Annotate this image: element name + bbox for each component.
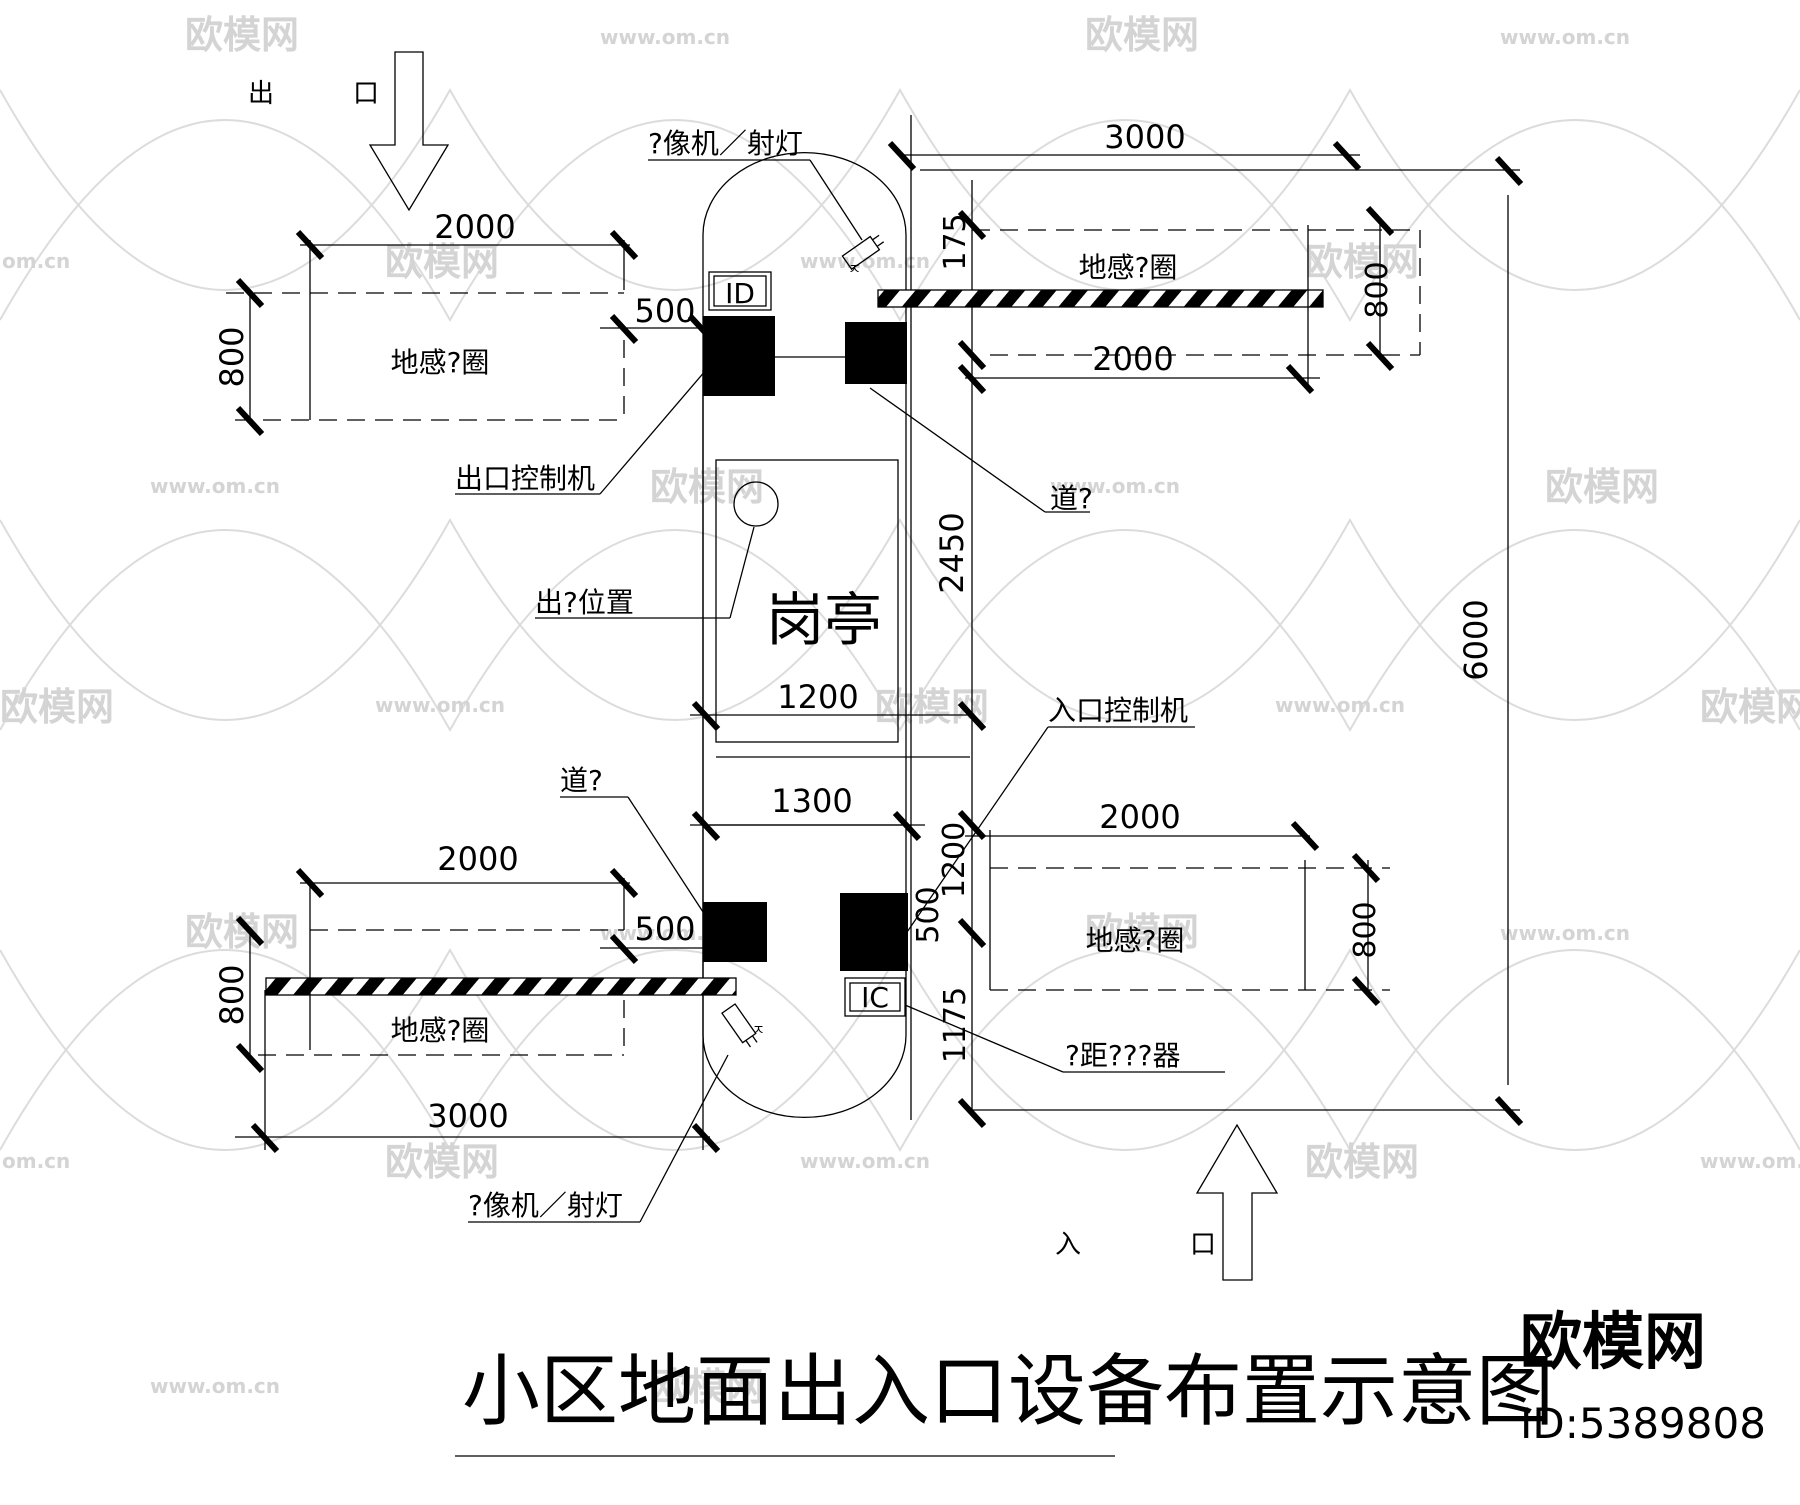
entry-label: 入 <box>1055 1230 1081 1260</box>
camera-top-icon <box>841 234 885 271</box>
spotlight-bottom-icon: ㅈ <box>752 1023 765 1039</box>
watermark-url: www.om.cn <box>1275 693 1405 717</box>
spotlight-top-icon: ㅈ <box>848 262 861 278</box>
watermark-logo: 欧模网 <box>1305 240 1419 284</box>
top-equipment: ?像机／射灯 ㅈ ID 出口控制机 道? <box>455 127 1324 515</box>
dim-500-top: 500 <box>634 292 695 330</box>
dim-2000-br: 2000 <box>1099 798 1180 836</box>
loop-bottom-right: 2000 800 地感?圈 1175 <box>938 798 1390 1129</box>
watermark-url: www.om.cn <box>1500 921 1630 945</box>
id-reader-label: ID <box>725 277 755 310</box>
dim-1175: 1175 <box>938 987 973 1063</box>
watermark-logo: 欧模网 <box>1085 910 1199 954</box>
bottom-equipment: 入口控制机 道? IC ?距???器 ㅈ ?像机／射灯 <box>265 694 1225 1223</box>
ic-reader-label: IC <box>861 981 889 1014</box>
camera-top-label: ?像机／射灯 <box>648 127 803 160</box>
watermark-url: www.om.cn <box>150 1374 280 1398</box>
loop-tl-label: 地感?圈 <box>391 346 490 379</box>
id-code: ID:5389808 <box>1520 1399 1766 1448</box>
watermark-url: www.om.cn <box>800 249 930 273</box>
barrier-arm-top <box>877 289 1324 308</box>
exit-label-suffix: 口 <box>353 79 379 109</box>
watermark-logo: 欧模网 <box>1085 13 1199 57</box>
barrier-bottom-label: 道? <box>560 764 603 797</box>
dim-800-right-top: 800 <box>1360 261 1395 318</box>
exit-position-label: 出?位置 <box>535 586 634 619</box>
watermark-logo: 欧模网 <box>1305 1140 1419 1184</box>
watermark-logo: 欧模网 <box>185 13 299 57</box>
exit-label: 出 <box>248 79 274 109</box>
watermark-logo: 欧模网 <box>650 1365 764 1409</box>
camera-bottom-icon <box>721 1003 758 1048</box>
dim-800-left-top: 800 <box>213 326 251 387</box>
distance-reader-label: ?距???器 <box>1065 1039 1180 1072</box>
entry-controller-label: 入口控制机 <box>1048 694 1188 727</box>
loop-top-right: 3000 175 800 地感?圈 2000 <box>887 118 1524 395</box>
loop-bl-label: 地感?圈 <box>391 1014 490 1047</box>
watermark-url: om.cn <box>2 249 70 273</box>
watermark-url: www.om.cn <box>150 474 280 498</box>
dim-500-mid: 500 <box>911 886 946 943</box>
dim-800-right-bot: 800 <box>1348 901 1383 958</box>
page-title: 小区地面出入口设备布置示意图 <box>462 1347 1554 1437</box>
loop-tr-label: 地感?圈 <box>1079 251 1178 284</box>
watermark-logo: 欧模网 <box>1545 465 1659 509</box>
ic-reader-box <box>844 977 906 1017</box>
watermark-logo: 欧模网 <box>1700 685 1800 729</box>
barrier-top-label: 道? <box>1050 482 1093 515</box>
barrier-gate-top <box>845 322 907 384</box>
watermark-logo: 欧模网 <box>385 1140 499 1184</box>
dim-1200-v: 1200 <box>937 822 972 898</box>
dim-2000-bl: 2000 <box>437 840 518 878</box>
watermark-logo: 欧模网 <box>875 685 989 729</box>
exit-direction: 出 口 <box>248 51 450 212</box>
dim-1300: 1300 <box>771 782 852 820</box>
entry-direction: 入 口 <box>1055 1123 1279 1281</box>
barrier-gate-bottom <box>703 902 767 962</box>
watermark-url: www.om.cn <box>375 693 505 717</box>
dim-500-bot: 500 <box>634 910 695 948</box>
watermark-logo: 欧模网 <box>0 685 114 729</box>
entry-label-suffix: 口 <box>1190 1230 1216 1260</box>
exit-controller <box>703 316 775 396</box>
watermark-logo: 欧模网 <box>185 910 299 954</box>
dim-2000-tl: 2000 <box>434 208 515 246</box>
id-reader-box <box>708 271 772 311</box>
dim-2000-tr: 2000 <box>1092 340 1173 378</box>
booth-area: 出?位置 岗亭 2450 1200 1300 1200 500 6000 <box>535 481 1524 1127</box>
barrier-arm-bottom <box>265 977 737 996</box>
booth-label: 岗亭 <box>766 586 882 654</box>
booth-outline <box>715 459 899 743</box>
watermark-url: www.om.cn <box>1050 474 1180 498</box>
watermark-url: www.om.cn <box>1700 1149 1800 1173</box>
boundary-lines <box>702 115 1520 1150</box>
dim-3000-bot: 3000 <box>427 1097 508 1135</box>
exit-controller-label: 出口控制机 <box>455 462 595 495</box>
entry-arrow-icon <box>1195 1123 1279 1281</box>
exit-position-circle <box>733 481 779 527</box>
dim-1200-h: 1200 <box>777 678 858 716</box>
watermark-url: www.om.cn <box>1500 25 1630 49</box>
camera-bottom-label: ?像机／射灯 <box>468 1189 623 1222</box>
dim-800-left-bot: 800 <box>213 964 251 1025</box>
loop-br-label: 地感?圈 <box>1086 924 1185 957</box>
watermark-logo: 欧模网 <box>385 240 499 284</box>
loop-top-left: 2000 800 地感?圈 500 <box>213 208 717 437</box>
watermark-logo: 欧模网 <box>650 465 764 509</box>
watermark-url: om.cn <box>2 1149 70 1173</box>
dim-2450: 2450 <box>933 512 971 593</box>
dim-3000-top: 3000 <box>1104 118 1185 156</box>
exit-arrow-icon <box>368 51 450 212</box>
brand-logo: 欧模网 <box>1520 1305 1706 1378</box>
dim-6000: 6000 <box>1457 599 1495 680</box>
watermarks: 欧模网 www.om.cn 欧模网 www.om.cn om.cn 欧模网 ww… <box>0 13 1800 1409</box>
watermark-url: www.om.cn <box>800 1149 930 1173</box>
entry-controller <box>840 893 908 971</box>
watermark-url: www.om.cn <box>600 25 730 49</box>
loop-bottom-left: 2000 800 地感?圈 500 3000 <box>213 840 721 1154</box>
